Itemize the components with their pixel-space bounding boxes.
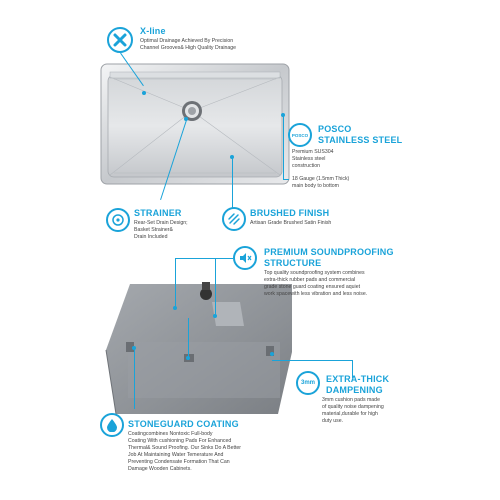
stoneguard-desc-3: Thermal& Sound Proofing. Our Sinks Do A …	[128, 445, 242, 451]
brushed-desc-1: Artisan Grade Brushed Satin Finish	[250, 220, 332, 226]
stoneguard-desc-5: Preventing Condensate Formation That Can	[128, 459, 230, 465]
soundproofing-leader-v1	[175, 258, 177, 308]
brushed-title: BRUSHED FINISH	[250, 208, 330, 218]
sink-bottom-view	[98, 280, 298, 420]
dampening-desc-4: duty use.	[322, 418, 344, 424]
soundproofing-desc-2: extra-thick rubber pads and commercial	[264, 277, 356, 283]
posco-desc-1: Premium SUS304	[292, 149, 334, 155]
dampening-desc-3: material,durable for high	[322, 411, 378, 417]
dampening-leader-h	[272, 360, 352, 362]
posco-title-2: STAINLESS STEEL	[318, 135, 403, 145]
x-line-desc-2: Channel Grooves& High Quality Drainage	[140, 45, 237, 51]
soundproofing-desc-1: Top quality soundproofing system combine…	[264, 270, 365, 276]
stoneguard-desc-4: Job At Maintaining Water Temerature And	[128, 452, 224, 458]
soundproofing-desc-4: work spacewith less vibration and less n…	[264, 291, 368, 297]
x-line-dot	[142, 91, 146, 95]
posco-desc-6: main body to bottom	[292, 183, 340, 189]
stoneguard-desc-6: Damage Wooden Cabinets.	[128, 466, 192, 472]
posco-leader	[283, 115, 285, 179]
brushed-dot	[230, 155, 234, 159]
brushed-lines-icon	[222, 207, 246, 231]
x-line-title: X-line	[140, 26, 166, 36]
strainer-title: STRAINER	[134, 208, 182, 218]
stoneguard-desc-1: Coatingcombines Nontoxic Full-body	[128, 431, 213, 437]
strainer-desc-3: Drain Included	[134, 234, 168, 240]
sink-top-view	[100, 63, 290, 185]
soundproofing-title-2: STRUCTURE	[264, 258, 322, 268]
brushed-leader	[232, 158, 234, 208]
speaker-mute-icon	[233, 246, 257, 270]
dampening-leader-v	[188, 318, 190, 360]
water-drop-icon	[100, 413, 124, 437]
posco-leader-h	[283, 179, 289, 181]
stoneguard-desc-2: Coating With cushioning Pads For Enhance…	[128, 438, 232, 444]
dampening-leader-v2	[352, 360, 354, 378]
dampening-title-2: DAMPENING	[326, 385, 383, 395]
soundproofing-dot-1	[173, 306, 177, 310]
posco-desc-2: Stainless steel	[292, 156, 326, 162]
dampening-desc-2: of quality noise dampening	[322, 404, 384, 410]
posco-desc-5: 18 Gauge (1.5mm Thick)	[292, 176, 350, 182]
soundproofing-title-1: PREMIUM SOUNDPROOFING	[264, 247, 394, 257]
thickness-badge-icon: 3mm	[296, 371, 320, 395]
soundproofing-desc-3: grade stone guard coating ensured aquiet	[264, 284, 361, 290]
x-icon	[107, 27, 133, 53]
stoneguard-dot	[132, 346, 136, 350]
soundproofing-leader-h	[175, 258, 233, 260]
strainer-dot	[184, 117, 188, 121]
dampening-desc-1: 3mm cushion pads made	[322, 397, 380, 403]
soundproofing-dot-2	[213, 314, 217, 318]
soundproofing-leader-v2	[215, 258, 217, 316]
strainer-desc-1: Rear-Set Drain Design;	[134, 220, 188, 226]
posco-title-1: POSCO	[318, 124, 352, 134]
posco-badge-icon: POSCO	[288, 123, 312, 147]
posco-desc-3: construction	[292, 163, 320, 169]
stoneguard-leader	[134, 349, 136, 409]
strainer-desc-2: Basket Strainer&	[134, 227, 173, 233]
strainer-icon	[106, 208, 130, 232]
x-line-desc-1: Optimal Drainage Achieved By Precision	[140, 38, 234, 44]
dampening-dot-1	[186, 356, 190, 360]
dampening-title-1: EXTRA-THICK	[326, 374, 390, 384]
stoneguard-title: STONEGUARD COATING	[128, 419, 239, 429]
dampening-dot-2	[270, 352, 274, 356]
